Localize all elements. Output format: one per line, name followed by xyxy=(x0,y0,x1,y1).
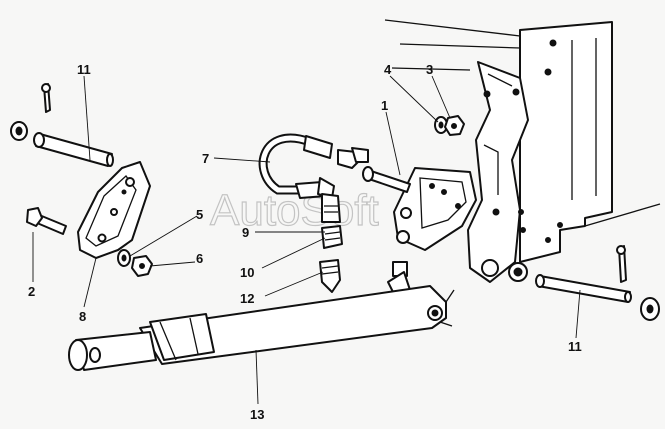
part-3-nut xyxy=(444,115,465,136)
callout-11-right: 11 xyxy=(568,339,582,354)
part-5-washer xyxy=(117,249,131,267)
part-11-pin-right xyxy=(535,245,660,321)
mounting-bracket-vertical xyxy=(467,61,529,283)
callout-9: 9 xyxy=(242,225,249,240)
part-1-bracket xyxy=(362,166,477,251)
part-13-cylinder xyxy=(68,285,455,371)
callout-2: 2 xyxy=(28,284,35,299)
part-6-nut xyxy=(131,255,153,277)
callout-1: 1 xyxy=(381,98,388,113)
part-2-bolt xyxy=(26,207,67,235)
callout-4: 4 xyxy=(384,62,392,77)
callouts: 11 2 3 4 1 5 6 7 8 9 10 11 12 13 xyxy=(28,62,582,422)
leader-lines xyxy=(32,75,581,405)
callout-10: 10 xyxy=(240,265,254,280)
frame-plate xyxy=(384,19,661,263)
callout-7: 7 xyxy=(202,151,209,166)
callout-13: 13 xyxy=(250,407,264,422)
callout-5: 5 xyxy=(196,207,203,222)
part-11-pin-left xyxy=(10,83,114,167)
callout-12: 12 xyxy=(240,291,254,306)
callout-6: 6 xyxy=(196,251,203,266)
part-7-pipe xyxy=(258,133,369,199)
callout-11-left: 11 xyxy=(77,62,91,77)
part-9-fitting xyxy=(321,193,341,223)
part-10-fitting xyxy=(321,225,343,249)
part-8-bracket xyxy=(77,161,151,259)
part-4-washer xyxy=(434,116,448,134)
callout-8: 8 xyxy=(79,309,86,324)
callout-3: 3 xyxy=(426,62,433,77)
